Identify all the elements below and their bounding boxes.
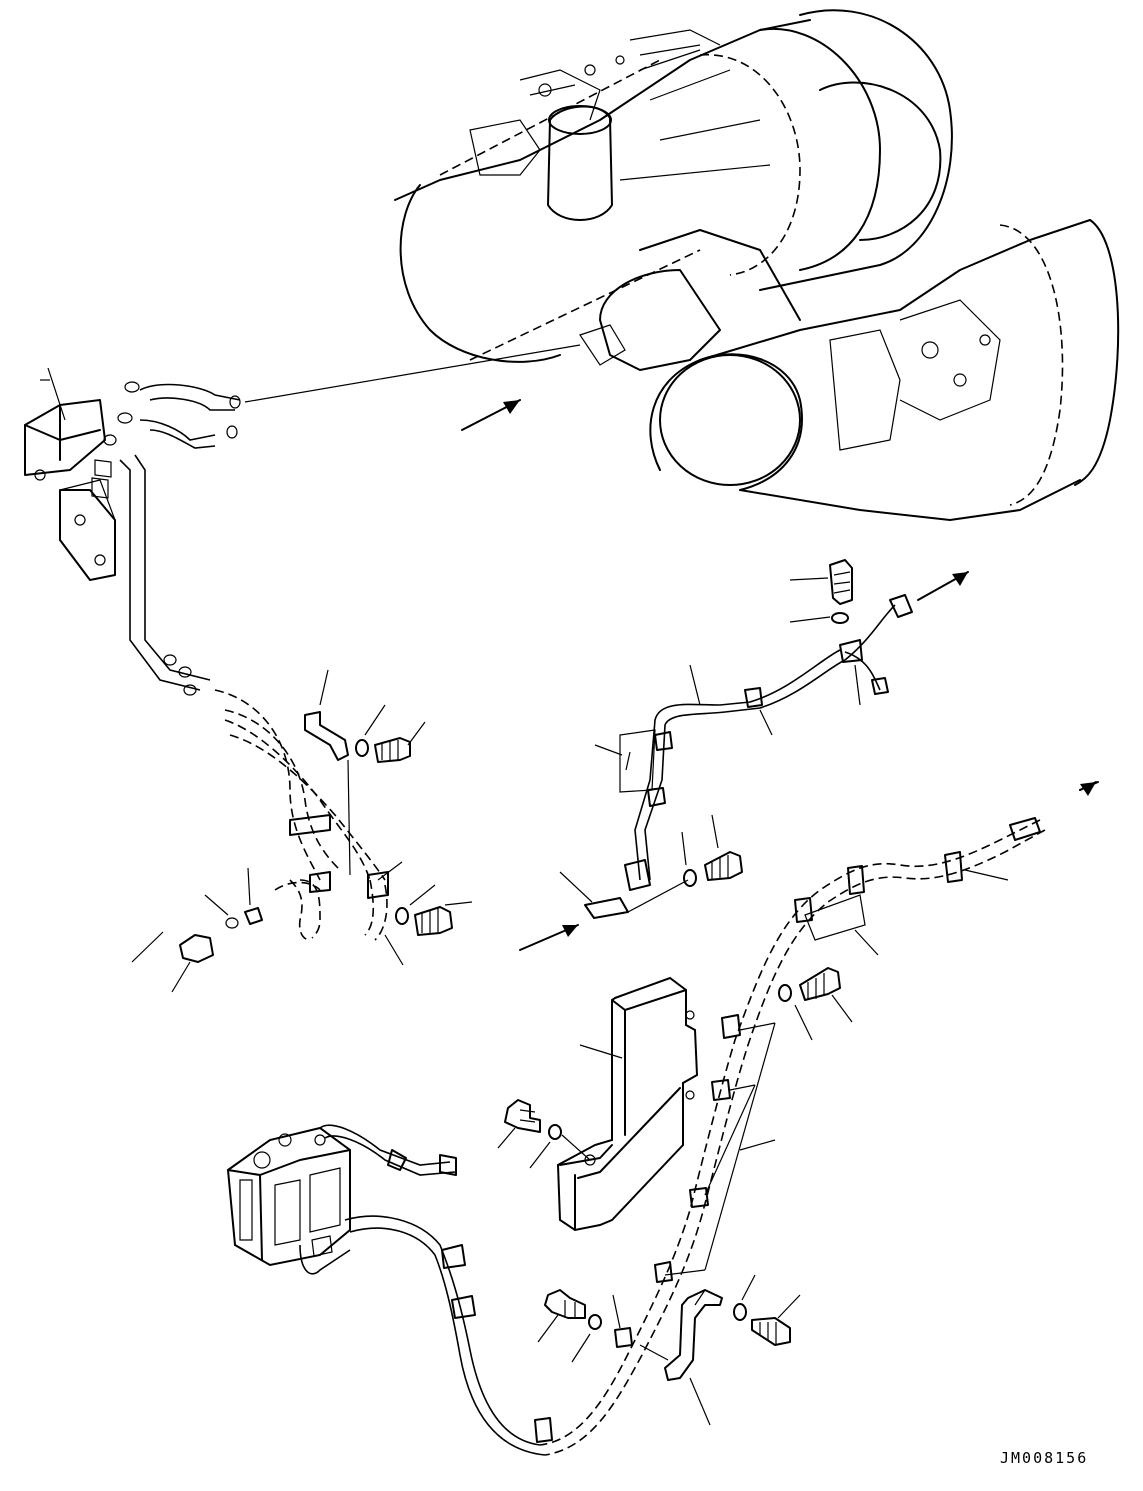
tube-assembly-left [91,381,241,696]
valve-unit-lower-left [226,1124,546,1456]
bolt-clip-group-mid-right [519,814,743,951]
bolt-washer-upper-right [789,559,969,624]
leader-lines [40,367,66,421]
bolt-washer-bottom-left [537,1289,602,1363]
clamp-bolt-group-lower-mid [377,861,473,966]
cover-bracket [556,976,699,1232]
wiring-harness-right [594,594,913,891]
fittings-small-left [131,867,263,993]
wiring-harness-long [534,781,1097,1456]
bolt-washer-mid-right-lower [778,967,853,1041]
direction-arrows [461,399,1099,791]
hose-middle-left [214,689,389,941]
bolt-washer-cover-left [497,1099,591,1169]
drawing-code: JM008156 [1000,1449,1088,1467]
lower-canister [579,219,1120,521]
bracket-bolt-bottom-right [639,1274,801,1426]
leader-line [244,344,581,403]
clip-bolt-group-mid [304,669,426,876]
upper-canister [394,9,953,363]
mounting-bracket-upper-left [24,399,116,581]
